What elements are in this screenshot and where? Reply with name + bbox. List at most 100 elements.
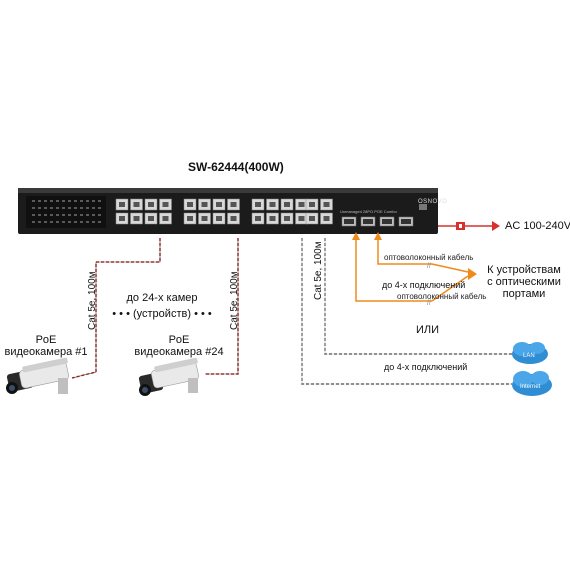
led-indicator [44,207,47,209]
device-title: SW-62444(400W) [188,160,284,174]
camera-24-cable-label: Cat 5e, 100м [229,271,240,330]
sfp-port-hole [363,219,373,224]
led-indicator [74,207,77,209]
fiber-arrow-up-1 [352,232,360,240]
rj45-port-hole [133,216,140,221]
camera-24-label-line-1: PoE [168,334,190,346]
led-indicator [62,214,65,216]
camera-1-cable-label: Cat 5e, 100м [87,271,98,330]
copper-cables-core [301,238,512,385]
rj45-port-hole [284,216,290,221]
led-indicators [32,200,101,223]
fiber-cable-2 [377,236,432,265]
led-indicator [98,207,101,209]
led-indicator [44,200,47,202]
fiber-arrow-up-2 [374,232,382,240]
rj45-port-hole [216,202,222,207]
led-indicator [92,214,95,216]
camera-count-row: • • • (устройств) • • • [110,308,214,320]
switch-top-edge [18,188,438,193]
led-indicator [80,221,83,223]
uplink-port-hole [309,216,315,221]
rj45-port-hole [119,202,125,207]
fiber-target-line-3: портами [502,288,546,300]
led-indicator [86,200,89,202]
rj45-port-hole [187,202,193,207]
rj45-port-hole [298,202,305,207]
rj45-port-hole [148,216,154,221]
rj45-port-hole [162,216,169,221]
camera-1-label-line-2: видеокамера #1 [4,346,88,358]
led-indicator [68,207,71,209]
power-connector [419,204,427,210]
sfp-port-hole [401,219,411,224]
led-indicator [56,207,59,209]
led-indicator [56,214,59,216]
power-arrow [492,221,500,231]
sfp-port-hole [344,219,354,224]
led-indicator [44,214,47,216]
rj45-port-hole [148,202,154,207]
led-indicator [80,200,83,202]
led-indicator [44,221,47,223]
led-indicator [74,221,77,223]
led-indicator [86,207,89,209]
rj45-port-hole [201,202,208,207]
fiber-arrow-right [468,268,477,280]
internet-cloud [512,371,552,396]
rj45-port-hole [269,216,276,221]
rj45-ports [115,198,308,225]
fiber-connections-label: до 4-х подключений [382,280,466,290]
led-indicator [80,207,83,209]
led-indicator [62,207,65,209]
led-indicator [32,200,35,202]
rj45-port-hole [255,216,261,221]
fiber-target-line-2: с оптическими [487,276,561,288]
led-indicator [38,214,41,216]
dots-right: • • • [194,308,212,320]
camera-1-label: PoE видеокамера #1 [0,334,92,358]
led-indicator [50,214,53,216]
led-indicator [86,214,89,216]
fiber-break-mark-1: // [427,263,431,270]
camera-24-icon [138,357,199,396]
lan-cloud [512,342,548,364]
led-indicator [98,221,101,223]
fiber-target-label: К устройствам с оптическими портами [480,264,568,300]
led-indicator [32,214,35,216]
camera-24-label-line-2: видеокамера #24 [134,346,224,358]
rj45-port-hole [230,216,237,221]
fiber-merge-1 [431,263,469,273]
camera-count-label: до 24-х камер • • • (устройств) • • • [110,292,214,320]
led-indicator [68,214,71,216]
led-indicator [98,214,101,216]
lan-label: LAN [523,353,535,359]
led-indicator [92,207,95,209]
rj45-port-hole [255,202,261,207]
fiber-target-line-1: К устройствам [487,264,561,276]
led-indicator [68,200,71,202]
fiber-break-mark-2: // [427,300,431,307]
dots-left: • • • [112,308,130,320]
led-indicator [38,221,41,223]
rj45-port-hole [119,216,125,221]
rj45-port-hole [216,216,222,221]
rj45-port-hole [133,202,140,207]
led-indicator [92,200,95,202]
fiber-cable-label-1: оптоволоконный кабель [384,253,474,262]
fiber-cable-1 [355,236,432,302]
led-indicator [86,221,89,223]
camera-1-label-line-1: PoE [35,334,57,346]
camera-count-line-2: (устройств) [132,308,191,320]
led-indicator [80,214,83,216]
led-indicator [56,221,59,223]
rj45-port-hole [269,202,276,207]
led-indicator [38,207,41,209]
led-indicator [50,200,53,202]
led-indicator [56,200,59,202]
uplink-port-hole [309,202,315,207]
led-indicator [62,200,65,202]
or-label: ИЛИ [416,324,440,336]
